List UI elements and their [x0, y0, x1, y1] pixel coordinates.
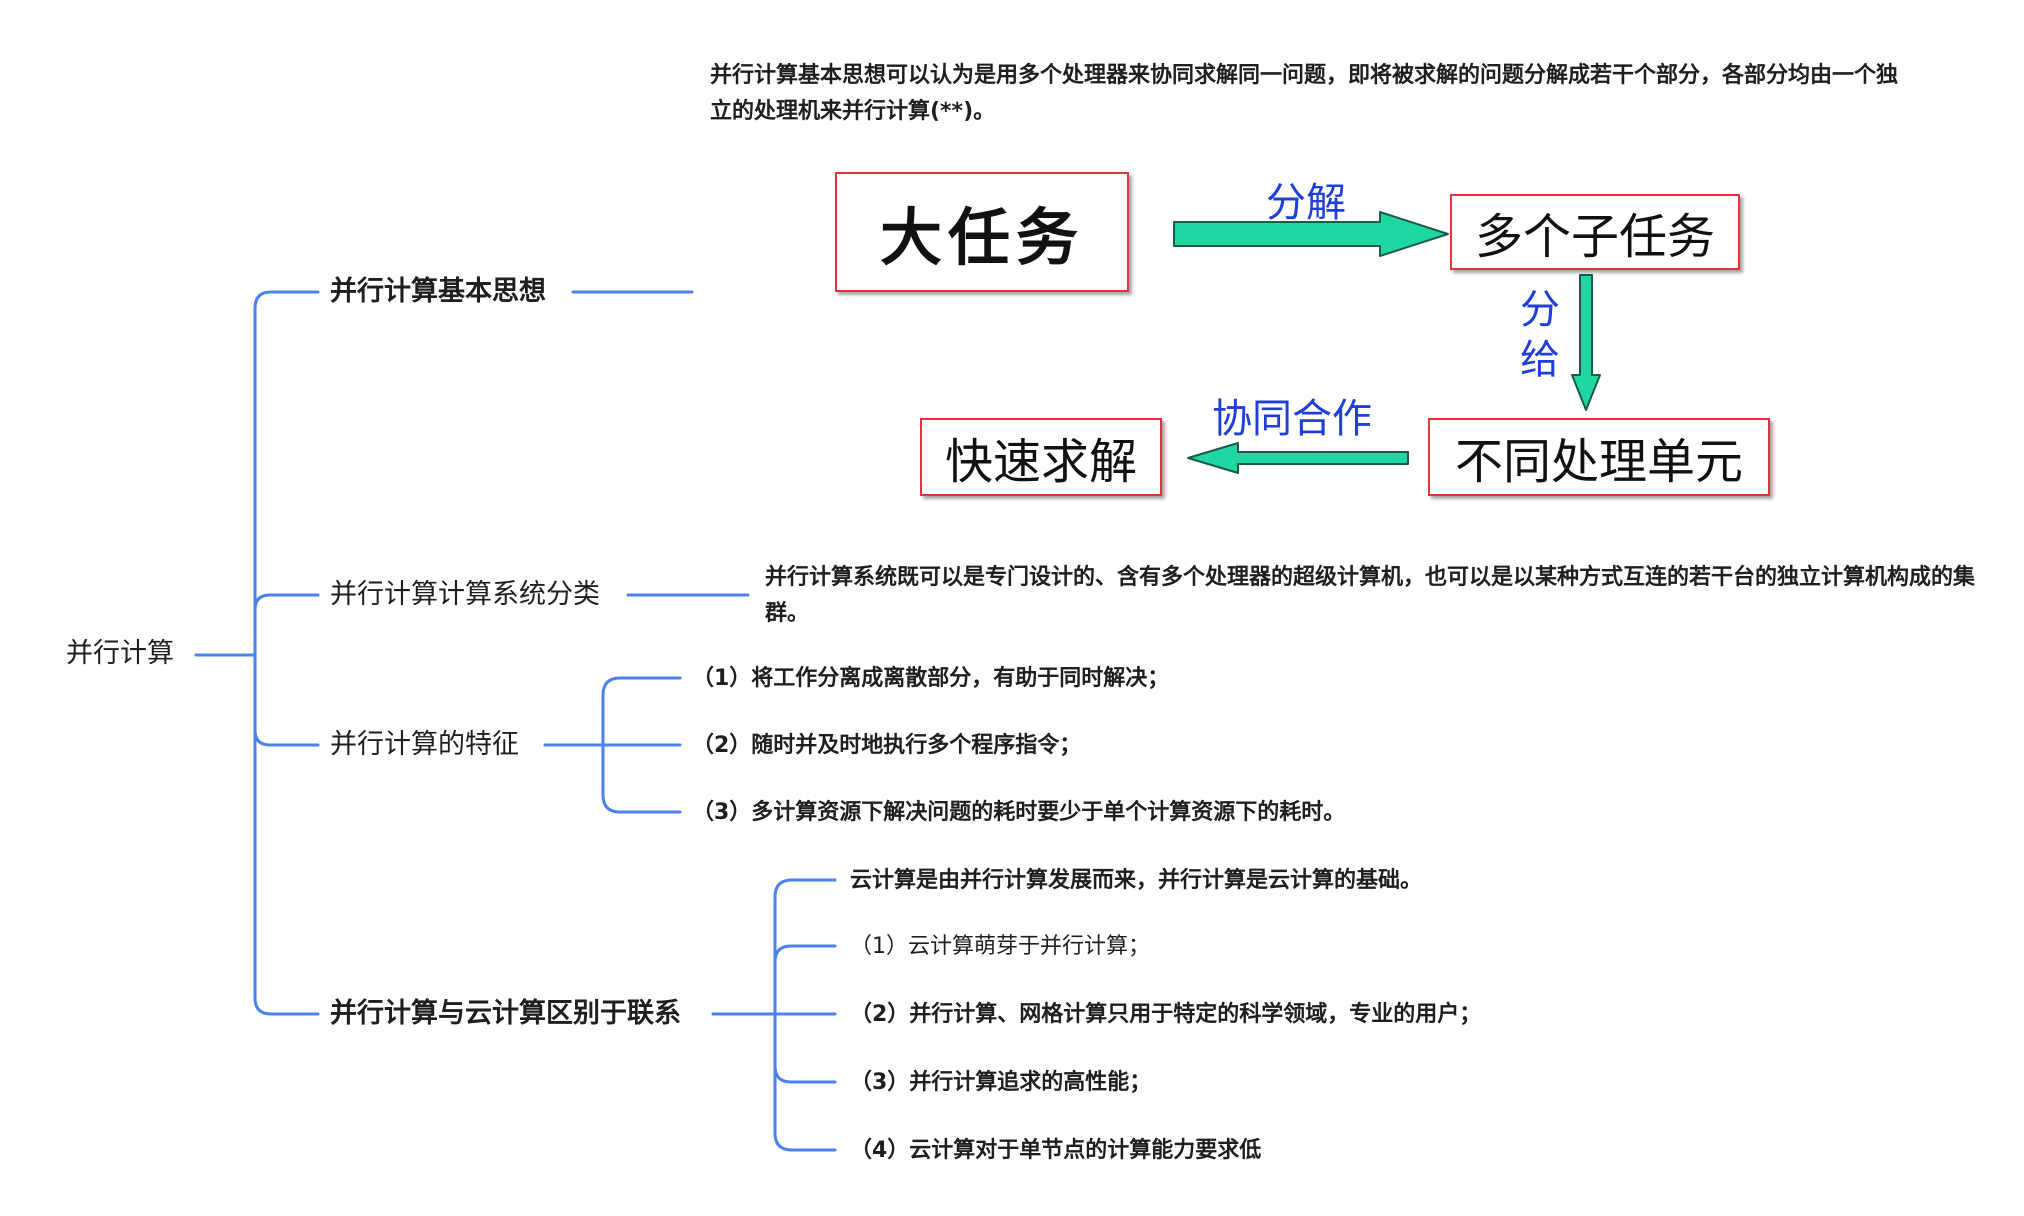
branch-cloud-relation[interactable]: 并行计算与云计算区别于联系 — [330, 998, 681, 1029]
relation-item-3[interactable]: （3）并行计算追求的高性能； — [850, 1070, 1152, 1095]
classification-description: 并行计算系统既可以是专门设计的、含有多个处理器的超级计算机，也可以是以某种方式互… — [765, 565, 1976, 626]
relation-item-2[interactable]: （2）并行计算、网格计算只用于特定的科学领域，专业的用户； — [850, 1002, 1482, 1027]
flow-box-subtasks: 多个子任务 — [1450, 194, 1740, 270]
connector-trunk-upper — [253, 290, 320, 657]
arrow-assign — [1571, 274, 1601, 411]
flow-label-assign: 分给 — [1520, 287, 1560, 383]
flow-box-big-task: 大任务 — [835, 172, 1129, 292]
root-node[interactable]: 并行计算 — [66, 638, 174, 669]
relation-item-4[interactable]: （4）云计算对于单节点的计算能力要求低 — [850, 1138, 1262, 1163]
relation-item-1[interactable]: （1）云计算萌芽于并行计算； — [850, 934, 1150, 959]
flow-box-fast-solve: 快速求解 — [920, 418, 1162, 496]
connector-trunk-lower — [253, 653, 320, 1016]
feature-item-3[interactable]: （3）多计算资源下解决问题的耗时要少于单个计算资源下的耗时。 — [692, 800, 1346, 825]
branch-features[interactable]: 并行计算的特征 — [330, 729, 519, 760]
connector-relation-item-4 — [773, 1064, 837, 1084]
flow-label-decompose: 分解 — [1266, 180, 1346, 226]
arrow-decompose — [1173, 211, 1449, 257]
flow-box-processing-units: 不同处理单元 — [1428, 418, 1770, 496]
branch-system-classification[interactable]: 并行计算计算系统分类 — [330, 579, 600, 610]
feature-item-2[interactable]: （2）随时并及时地执行多个程序指令； — [692, 733, 1082, 758]
flow-label-cooperate: 协同合作 — [1212, 396, 1372, 442]
idea-description: 并行计算基本思想可以认为是用多个处理器来协同求解同一问题，即将被求解的问题分解成… — [710, 63, 1899, 124]
feature-item-1[interactable]: （1）将工作分离成离散部分，有助于同时解决； — [692, 666, 1170, 691]
connector-relation-item-2 — [773, 944, 837, 964]
relation-item-summary[interactable]: 云计算是由并行计算发展而来，并行计算是云计算的基础。 — [850, 868, 1423, 893]
branch-basic-idea[interactable]: 并行计算基本思想 — [330, 276, 546, 307]
connector-branch-3 — [253, 728, 320, 747]
connector-branch-2 — [253, 593, 320, 612]
arrow-cooperate — [1187, 442, 1409, 474]
